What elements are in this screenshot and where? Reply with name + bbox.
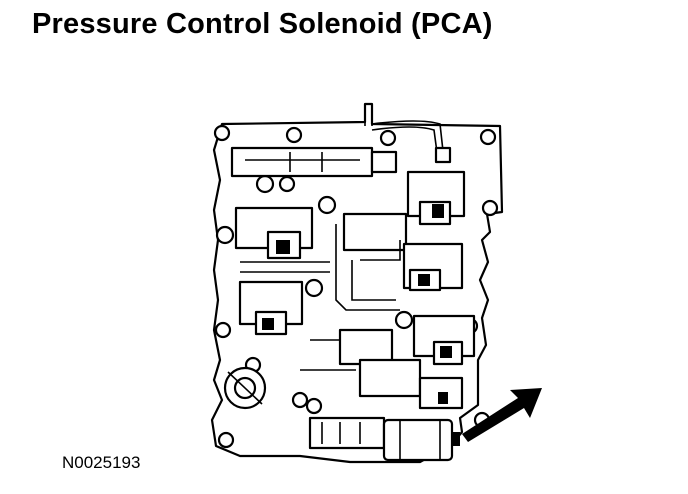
feed-tube (364, 103, 452, 164)
bolt-holes (213, 124, 499, 449)
figure-id-label: N0025193 (62, 453, 141, 472)
figure-title: Pressure Control Solenoid (PCA) (32, 8, 493, 40)
spool-bore-upper (230, 146, 398, 178)
pca-solenoid (308, 416, 460, 462)
solenoid-connectors (262, 204, 452, 404)
fluid-passages (240, 224, 401, 371)
arrow-icon (462, 388, 542, 442)
accumulator (223, 366, 267, 410)
